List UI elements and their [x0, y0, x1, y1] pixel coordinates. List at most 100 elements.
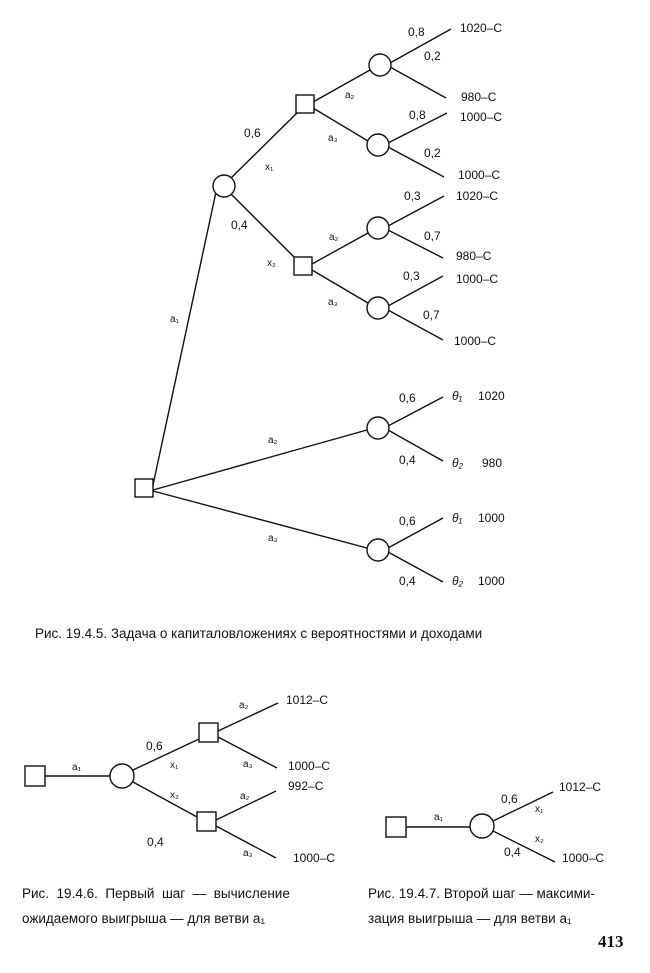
- label-prob: 0,4: [399, 574, 416, 588]
- label-prob: 0,3: [404, 189, 421, 203]
- label-a1: a₁: [72, 762, 82, 773]
- label-a2: a₂: [329, 232, 339, 243]
- outcome: 980–C: [461, 90, 497, 104]
- label-prob: 0,3: [403, 269, 420, 283]
- outcome: 1000: [478, 574, 505, 588]
- outcome: 1000–C: [454, 334, 496, 348]
- branch-a1: [152, 191, 217, 486]
- outcome: 1000–C: [460, 110, 502, 124]
- chance-node: [212, 174, 236, 198]
- label-a1: a₁: [170, 314, 180, 325]
- figure-2-caption: Рис. 19.4.6. Первый шаг — вычисление ожи…: [22, 881, 352, 931]
- chance-branch: [387, 429, 444, 462]
- figure-3-tree: a₁ 0,6 x₁ x₂ 0,4 1012–C 1000–C: [385, 780, 604, 865]
- decision-node-root: [385, 816, 407, 838]
- label-theta: θ₂: [452, 456, 464, 470]
- caption-line: зация выигрыша — для ветви a₁: [368, 911, 572, 926]
- chance-branch: [387, 275, 444, 307]
- label-a3: a₃: [243, 848, 253, 859]
- label-prob: 0,2: [424, 146, 441, 160]
- label-a3: a₃: [328, 297, 338, 308]
- outcome: 1020–C: [456, 189, 498, 203]
- branch-x2: [230, 193, 300, 263]
- outcome: 992–C: [288, 779, 324, 793]
- decision-node-root: [24, 765, 46, 787]
- chance-branch: [387, 195, 445, 227]
- label-prob: 0,2: [424, 49, 441, 63]
- branch-x2: [132, 781, 198, 818]
- label-a3: a₃: [268, 533, 278, 544]
- label-a3: a₃: [243, 759, 253, 770]
- label-prob: 0,7: [424, 229, 441, 243]
- label-x2: x₂: [535, 834, 544, 845]
- branch-a2: [217, 702, 279, 732]
- outcome: 1012–C: [286, 693, 328, 707]
- chance-node: [109, 763, 135, 789]
- outcome: 1000–C: [458, 168, 500, 182]
- label-prob: 0,6: [399, 391, 416, 405]
- outcome: 1000: [478, 511, 505, 525]
- branch-x2-a3: [311, 269, 369, 304]
- label-prob: 0,7: [423, 308, 440, 322]
- page-number: 413: [598, 932, 624, 951]
- label-x1: x₁: [265, 162, 274, 173]
- decision-node: [295, 94, 315, 114]
- chance-branch: [387, 309, 444, 341]
- chance-branch: [389, 28, 452, 64]
- chance-branch: [387, 229, 444, 259]
- chance-node: [366, 133, 390, 157]
- outcome: 1000–C: [562, 851, 604, 865]
- chance-node: [368, 53, 392, 77]
- chance-branch: [387, 551, 444, 583]
- branch-a3: [217, 736, 278, 769]
- outcome: 980–C: [456, 249, 492, 263]
- chance-node: [366, 216, 390, 240]
- outcome: 1000–C: [293, 851, 335, 865]
- label-theta: θ₂: [452, 574, 464, 588]
- label-prob: 0,8: [409, 108, 426, 122]
- label-prob: 0,8: [408, 25, 425, 39]
- label-a2: a₂: [268, 435, 278, 446]
- label-prob: 0,6: [399, 514, 416, 528]
- chance-node: [366, 416, 390, 440]
- caption-line: Рис. 19.4.7. Второй шаг — максими-: [368, 886, 595, 901]
- branch-a3: [215, 825, 277, 859]
- branch-x1: [492, 791, 554, 822]
- caption-line: Рис. 19.4.6. Первый шаг — вычисление: [22, 886, 290, 901]
- outcome: 1020: [478, 389, 505, 403]
- label-a2: a₂: [240, 791, 250, 802]
- label-a2: a₂: [239, 700, 249, 711]
- label-prob: 0,4: [231, 218, 248, 232]
- label-x2: x₂: [170, 790, 179, 801]
- branch-a2: [152, 429, 368, 491]
- decision-node: [198, 722, 219, 743]
- branch-x2-a2: [311, 232, 369, 265]
- label-x2: x₂: [267, 258, 276, 269]
- branch-x1: [230, 109, 301, 179]
- branch-a2: [215, 790, 277, 821]
- outcome: 1000–C: [288, 759, 330, 773]
- branch-x1-a2: [312, 69, 371, 103]
- label-theta: θ₁: [452, 389, 463, 403]
- chance-branch: [389, 66, 447, 99]
- outcome: 1012–C: [559, 780, 601, 794]
- figure-2-tree: a₁ 0,6 x₁ x₂ 0,4 a₂ a₃ 1012–C 1000–C a₂ …: [24, 693, 335, 865]
- outcome: 1000–C: [456, 272, 498, 286]
- chance-branch: [387, 396, 444, 427]
- decision-node-root: [134, 478, 154, 498]
- decision-node: [196, 811, 217, 832]
- caption-line: ожидаемого выигрыша — для ветви a₁: [22, 911, 265, 926]
- chance-node: [366, 538, 390, 562]
- outcome: 980: [482, 456, 502, 470]
- figure-1-tree: a₁ 0,6 x₁ 0,4 x₂ a₂ a₃ a₂ a₃ 0,8 0,2 102…: [134, 21, 505, 588]
- branch-x1-a3: [312, 107, 369, 142]
- figure-1-caption: Рис. 19.4.5. Задача о капиталовложениях …: [35, 626, 483, 641]
- label-a3: a₃: [328, 133, 338, 144]
- label-prob: 0,4: [147, 835, 164, 849]
- label-a2: a₂: [345, 90, 355, 101]
- chance-node: [469, 813, 495, 839]
- label-prob: 0,6: [244, 126, 261, 140]
- branch-a3: [152, 490, 368, 549]
- figure-3-caption: Рис. 19.4.7. Второй шаг — максими- зация…: [368, 881, 638, 931]
